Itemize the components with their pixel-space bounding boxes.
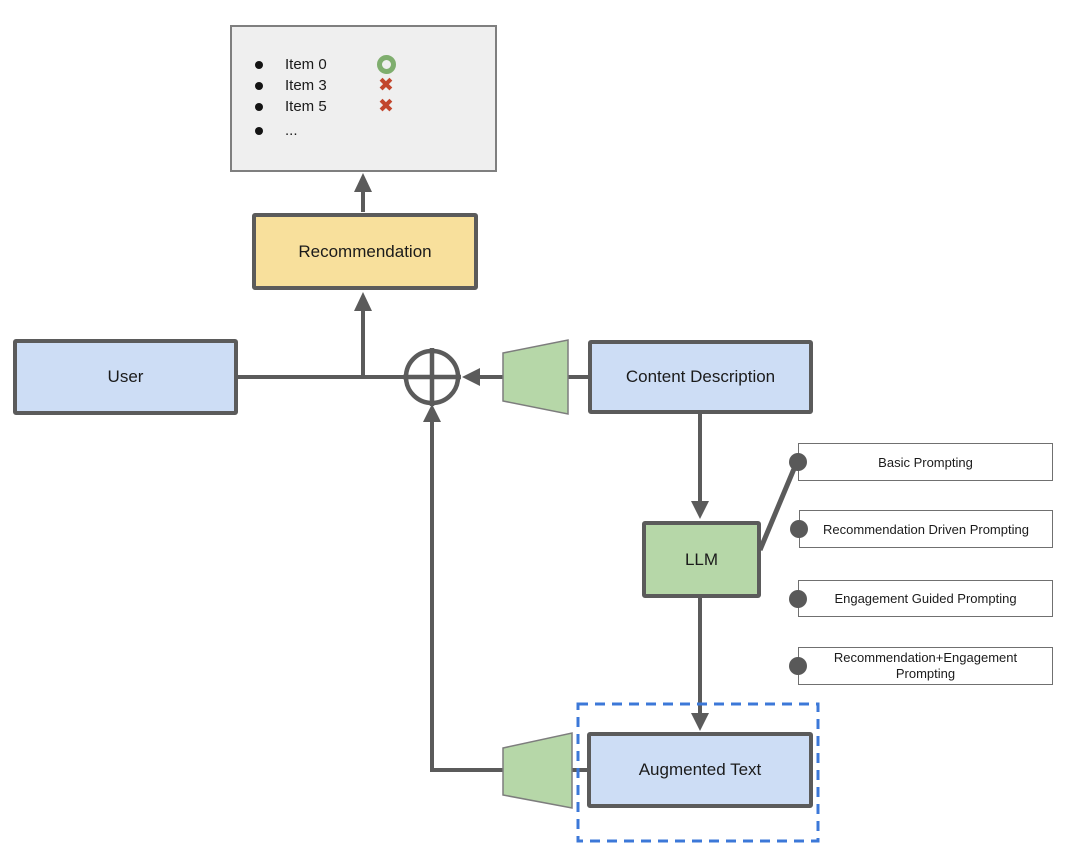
node-label: Augmented Text	[638, 760, 762, 779]
content-description-node: Content Description	[588, 340, 813, 414]
node-label: User	[107, 367, 144, 386]
option-connector-dot	[790, 520, 808, 538]
item-label: Item 5	[285, 98, 327, 115]
encoder-to-sum-feedback-line	[430, 420, 503, 772]
item-label: ...	[285, 122, 298, 139]
bullet-icon	[255, 102, 263, 111]
sum-plus-icon	[403, 348, 461, 406]
item-status: ✖	[373, 76, 399, 95]
llm-prompt-selector-line	[757, 463, 799, 551]
item-label: Item 0	[285, 56, 327, 73]
list-item: Item 3 ✖	[232, 75, 495, 96]
option-connector-dot	[789, 589, 807, 608]
bullet-icon	[255, 126, 263, 135]
encoder-trapezoid-bottom	[502, 732, 573, 809]
prompt-option-engagement-guided: Engagement Guided Prompting	[789, 580, 1053, 617]
prompt-option-label: Engagement Guided Prompting	[834, 591, 1017, 606]
prompt-option-basic: Basic Prompting	[789, 443, 1053, 481]
rejected-x-icon: ✖	[378, 75, 394, 96]
arrowhead-to-sum-bottom	[423, 404, 441, 422]
prompt-option-label: Basic Prompting	[878, 454, 973, 470]
prompt-option-recommendation-driven: Recommendation Driven Prompting	[790, 510, 1053, 548]
llm-node: LLM	[642, 521, 761, 598]
accepted-ring-icon	[376, 55, 396, 74]
item-label: Item 3	[285, 77, 327, 94]
arrowhead-to-recommendation	[354, 292, 372, 311]
arrowhead-to-llm	[691, 501, 709, 519]
list-item: ...	[232, 120, 495, 141]
arrowhead-to-items-panel	[354, 173, 372, 192]
arrowhead-to-augmented-text	[691, 713, 709, 731]
node-label: Recommendation	[298, 241, 432, 261]
item-status	[373, 55, 399, 74]
recommendation-node: Recommendation	[252, 213, 478, 290]
prompt-option-recommendation-engagement: Recommendation+Engagement Prompting	[789, 647, 1053, 685]
option-connector-dot	[789, 657, 807, 675]
user-node: User	[13, 339, 238, 415]
prompt-option-label: Recommendation+Engagement Prompting	[833, 649, 1018, 681]
node-label: Content Description	[625, 367, 776, 386]
augmented-text-node: Augmented Text	[587, 732, 813, 808]
recommended-items-panel: Item 0 Item 3 ✖ Item 5 ✖ ...	[230, 25, 497, 172]
node-label: LLM	[684, 549, 719, 569]
option-connector-dot	[789, 453, 807, 471]
arrowhead-to-sum-right	[462, 368, 480, 386]
encoder-trapezoid-top	[502, 339, 569, 415]
item-status: ✖	[373, 97, 399, 116]
prompt-option-label: Recommendation Driven Prompting	[823, 521, 1029, 537]
rejected-x-icon: ✖	[378, 96, 394, 117]
list-item: Item 5 ✖	[232, 96, 495, 117]
list-item: Item 0	[232, 54, 495, 75]
bullet-icon	[255, 60, 263, 69]
augmented-text-dashed-region	[576, 702, 820, 843]
bullet-icon	[255, 81, 263, 90]
